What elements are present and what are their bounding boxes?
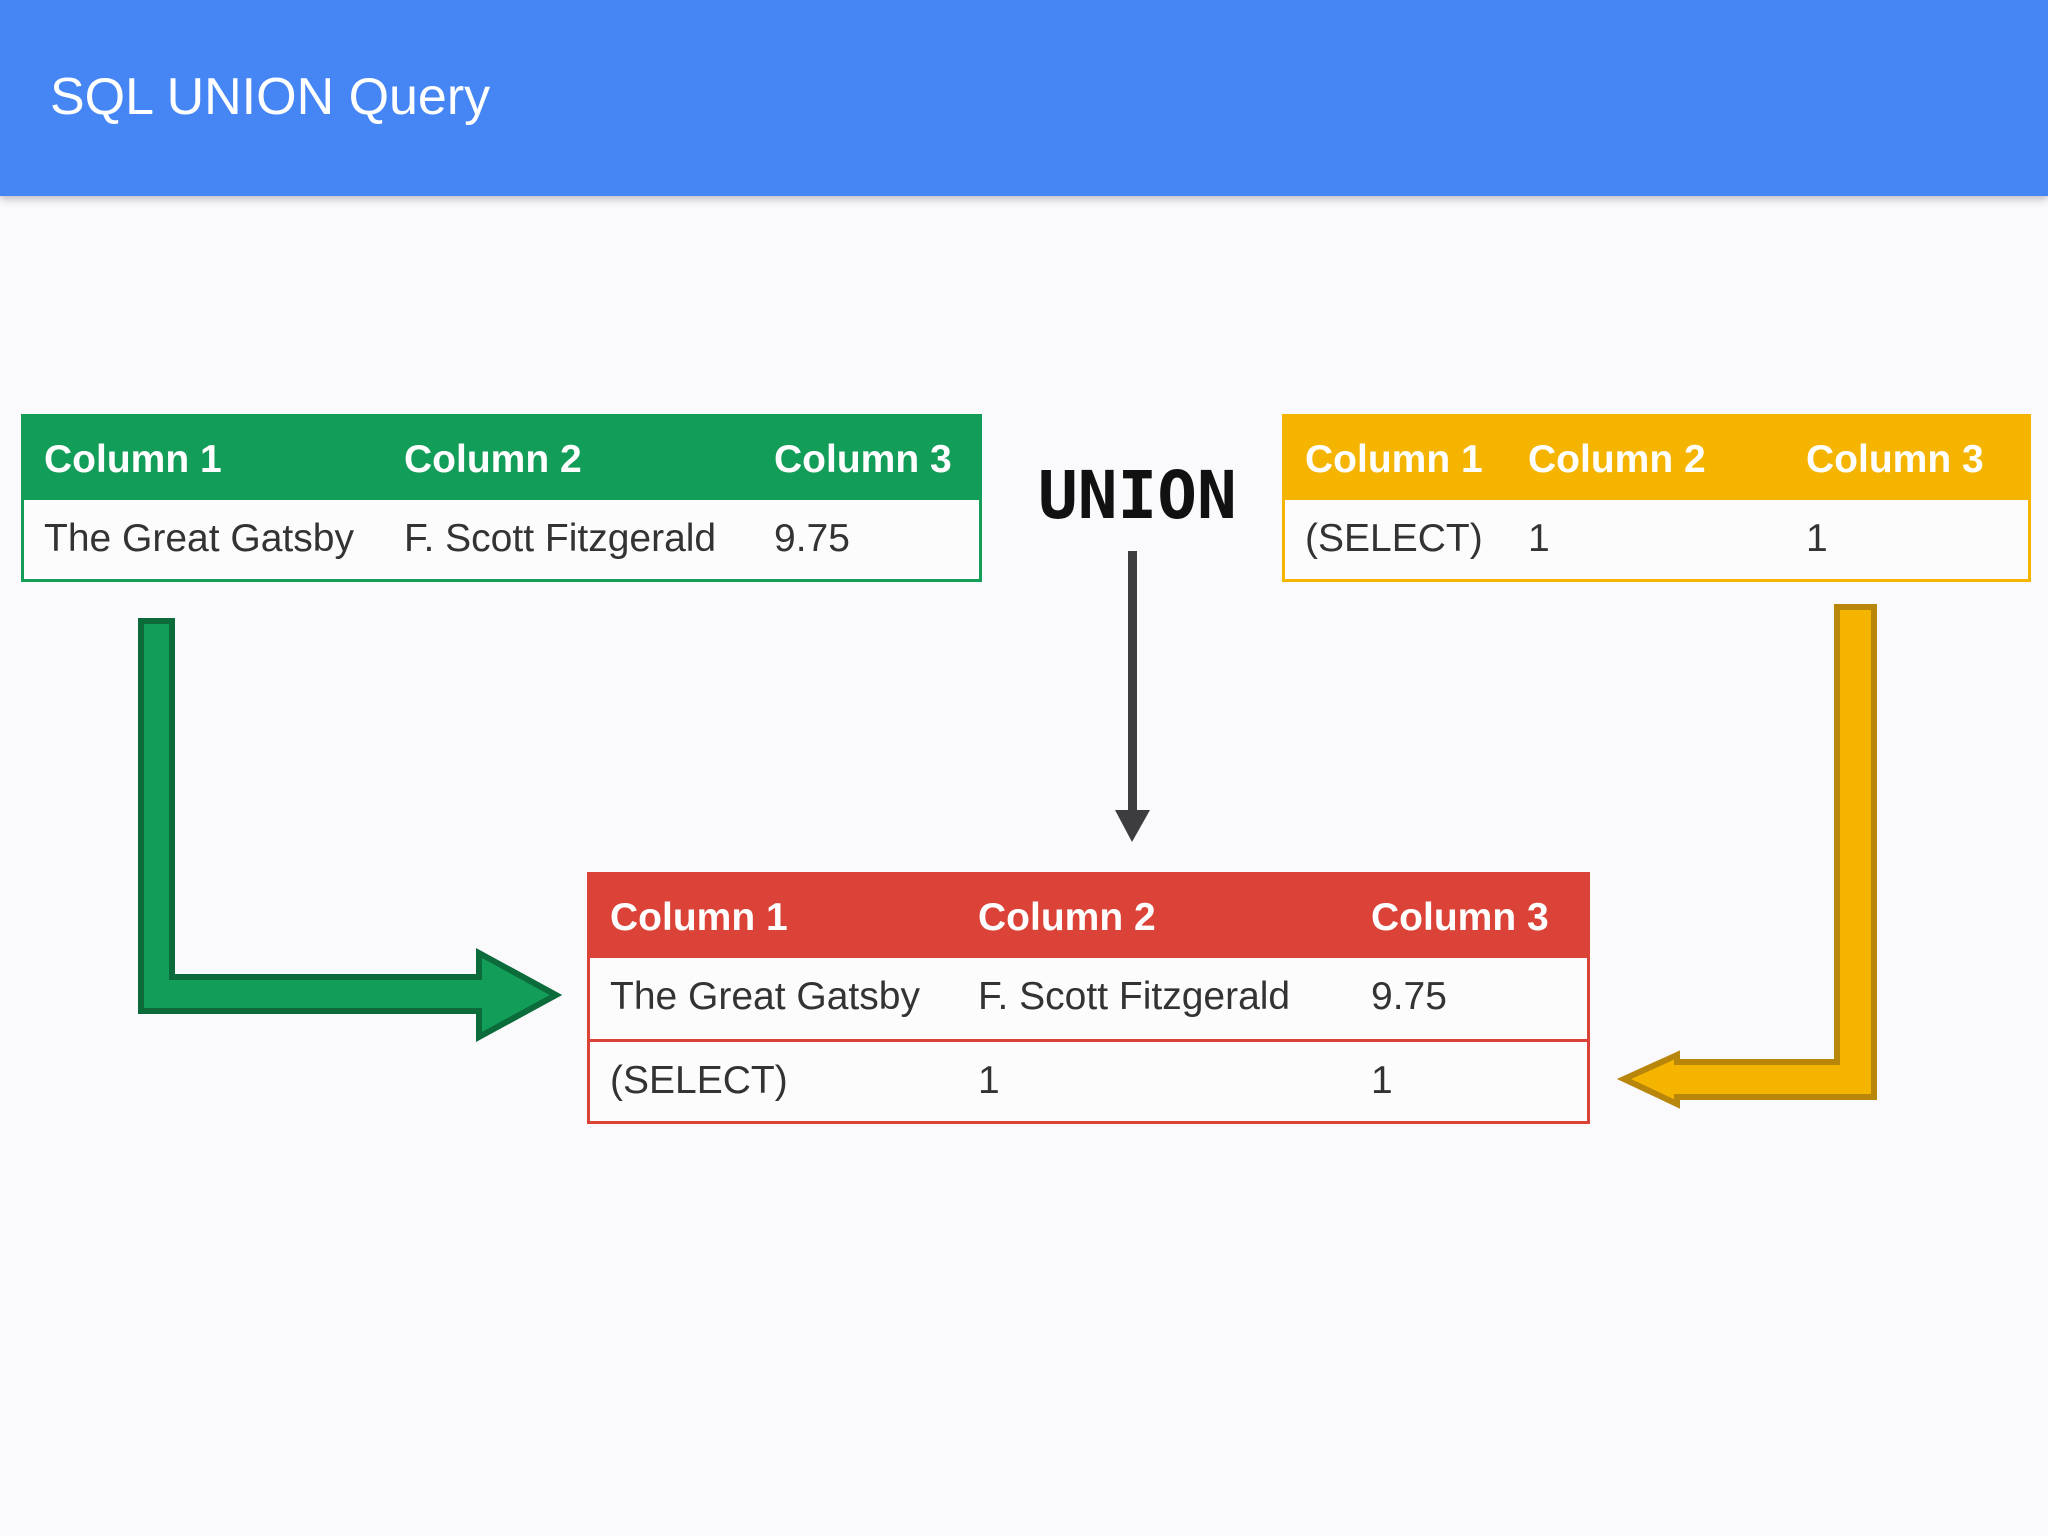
green-arrow [138, 618, 563, 1043]
column-header: Column 2 [978, 896, 1156, 939]
result-table: Column 1 Column 2 Column 3 The Great Gat… [587, 872, 1590, 1124]
table-row: The Great Gatsby F. Scott Fitzgerald 9.7… [590, 958, 1587, 1042]
table-cell: 1 [978, 1059, 1000, 1102]
right-table: Column 1 Column 2 Column 3 (SELECT) 1 1 [1282, 414, 2031, 582]
table-cell: 9.75 [774, 517, 850, 560]
table-header-row: Column 1 Column 2 Column 3 [590, 875, 1587, 958]
table-cell: F. Scott Fitzgerald [978, 975, 1291, 1018]
table-header-row: Column 1 Column 2 Column 3 [1285, 417, 2028, 500]
table-cell: The Great Gatsby [44, 517, 354, 560]
column-header: Column 3 [774, 438, 952, 481]
column-header: Column 2 [1528, 438, 1706, 481]
yellow-arrow [1616, 604, 1877, 1109]
column-header: Column 1 [44, 438, 222, 481]
left-table: Column 1 Column 2 Column 3 The Great Gat… [21, 414, 982, 582]
table-cell: 9.75 [1371, 975, 1447, 1018]
table-cell: (SELECT) [1305, 517, 1483, 560]
union-down-arrow [1115, 551, 1150, 842]
table-cell: (SELECT) [610, 1059, 788, 1102]
table-cell: 1 [1806, 517, 1828, 560]
column-header: Column 1 [610, 896, 788, 939]
table-row: (SELECT) 1 1 [590, 1042, 1587, 1124]
union-label: UNION [1038, 457, 1237, 534]
column-header: Column 1 [1305, 438, 1483, 481]
column-header: Column 2 [404, 438, 582, 481]
table-cell: The Great Gatsby [610, 975, 920, 1018]
table-cell: 1 [1371, 1059, 1393, 1102]
table-header-row: Column 1 Column 2 Column 3 [24, 417, 979, 500]
column-header: Column 3 [1806, 438, 1984, 481]
table-cell: 1 [1528, 517, 1550, 560]
column-header: Column 3 [1371, 896, 1549, 939]
title-bar: SQL UNION Query [0, 0, 2048, 196]
table-cell: F. Scott Fitzgerald [404, 517, 717, 560]
table-row: (SELECT) 1 1 [1285, 500, 2028, 582]
page-title: SQL UNION Query [50, 68, 491, 126]
table-row: The Great Gatsby F. Scott Fitzgerald 9.7… [24, 500, 979, 582]
